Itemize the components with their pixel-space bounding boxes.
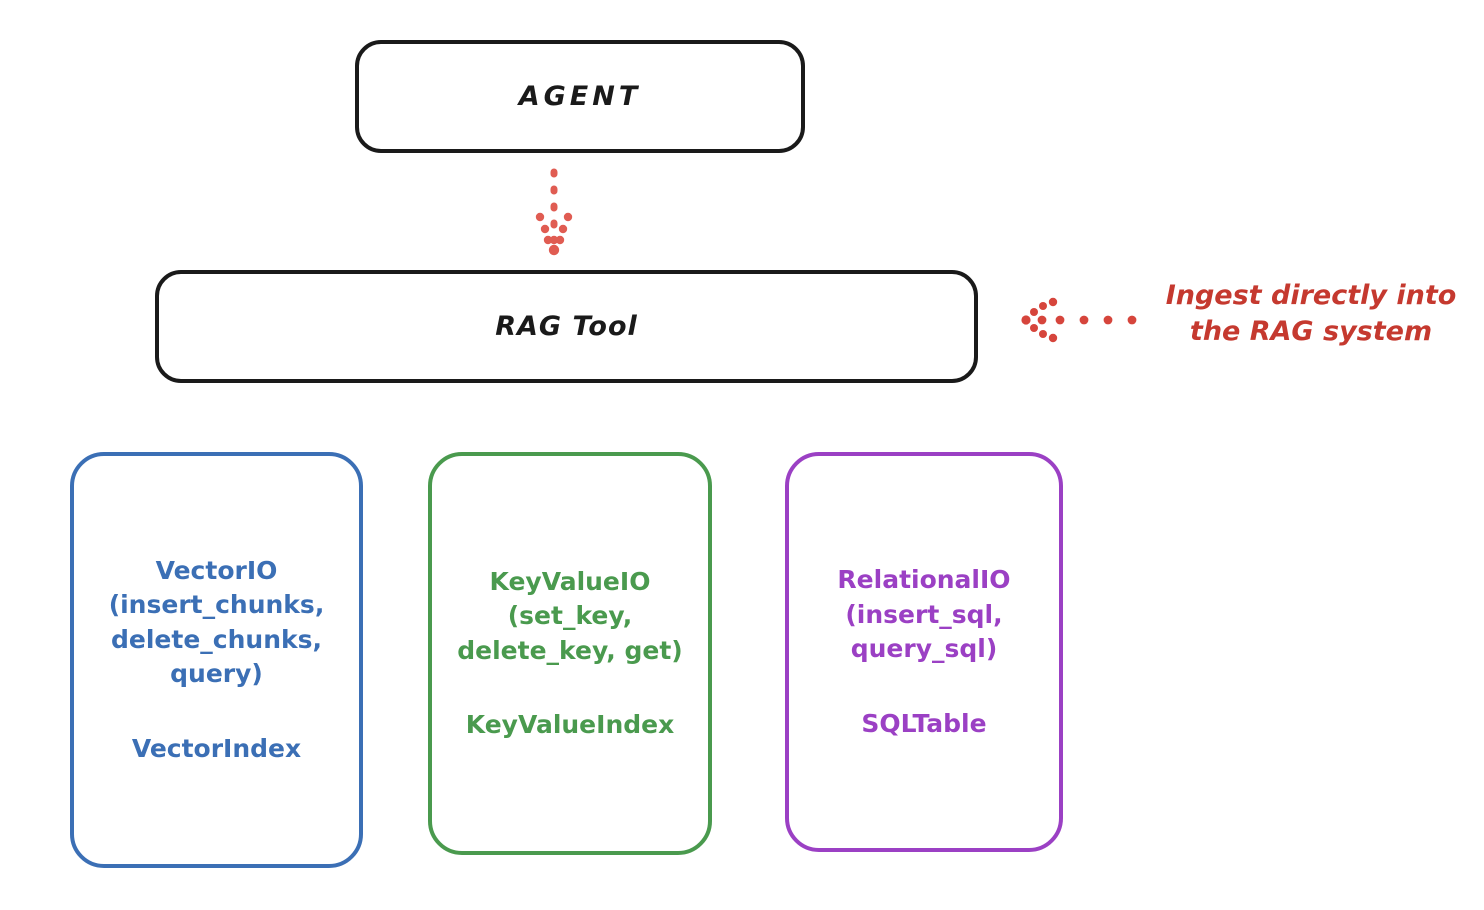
vector-io-index-label: VectorIndex [131, 733, 302, 763]
key-value-io-index-label: KeyValueIndex [465, 710, 675, 739]
rag-tool-node-label: RAG Tool [495, 311, 638, 342]
agent-to-rag-tool-connector [535, 168, 573, 256]
key-value-io-node[interactable]: KeyValueIO (set_key, delete_key, get) Ke… [428, 452, 712, 855]
relational-io-api-label: RelationalIO (insert_sql, query_sql) [837, 565, 1011, 663]
rag-tool-node[interactable]: RAG Tool [155, 270, 978, 383]
relational-io-index-label: SQLTable [861, 708, 987, 738]
vector-io-node[interactable]: VectorIO (insert_chunks, delete_chunks, … [70, 452, 363, 868]
vector-io-api-label: VectorIO (insert_chunks, delete_chunks, … [108, 555, 325, 689]
relational-io-node[interactable]: RelationalIO (insert_sql, query_sql) SQL… [785, 452, 1063, 852]
ingest-arrowhead [1021, 297, 1058, 343]
key-value-io-api-label: KeyValueIO (set_key, delete_key, get) [457, 566, 683, 665]
ingest-annotation-label: Ingest directly into the RAG system [1165, 280, 1457, 348]
agent-node[interactable]: AGENT [355, 40, 805, 153]
ingest-to-rag-tool-connector [1021, 297, 1137, 343]
agent-node-label: AGENT [518, 81, 642, 112]
ingest-dotted-line [1037, 315, 1137, 325]
agent-to-rag-tool-arrowhead [535, 212, 573, 256]
